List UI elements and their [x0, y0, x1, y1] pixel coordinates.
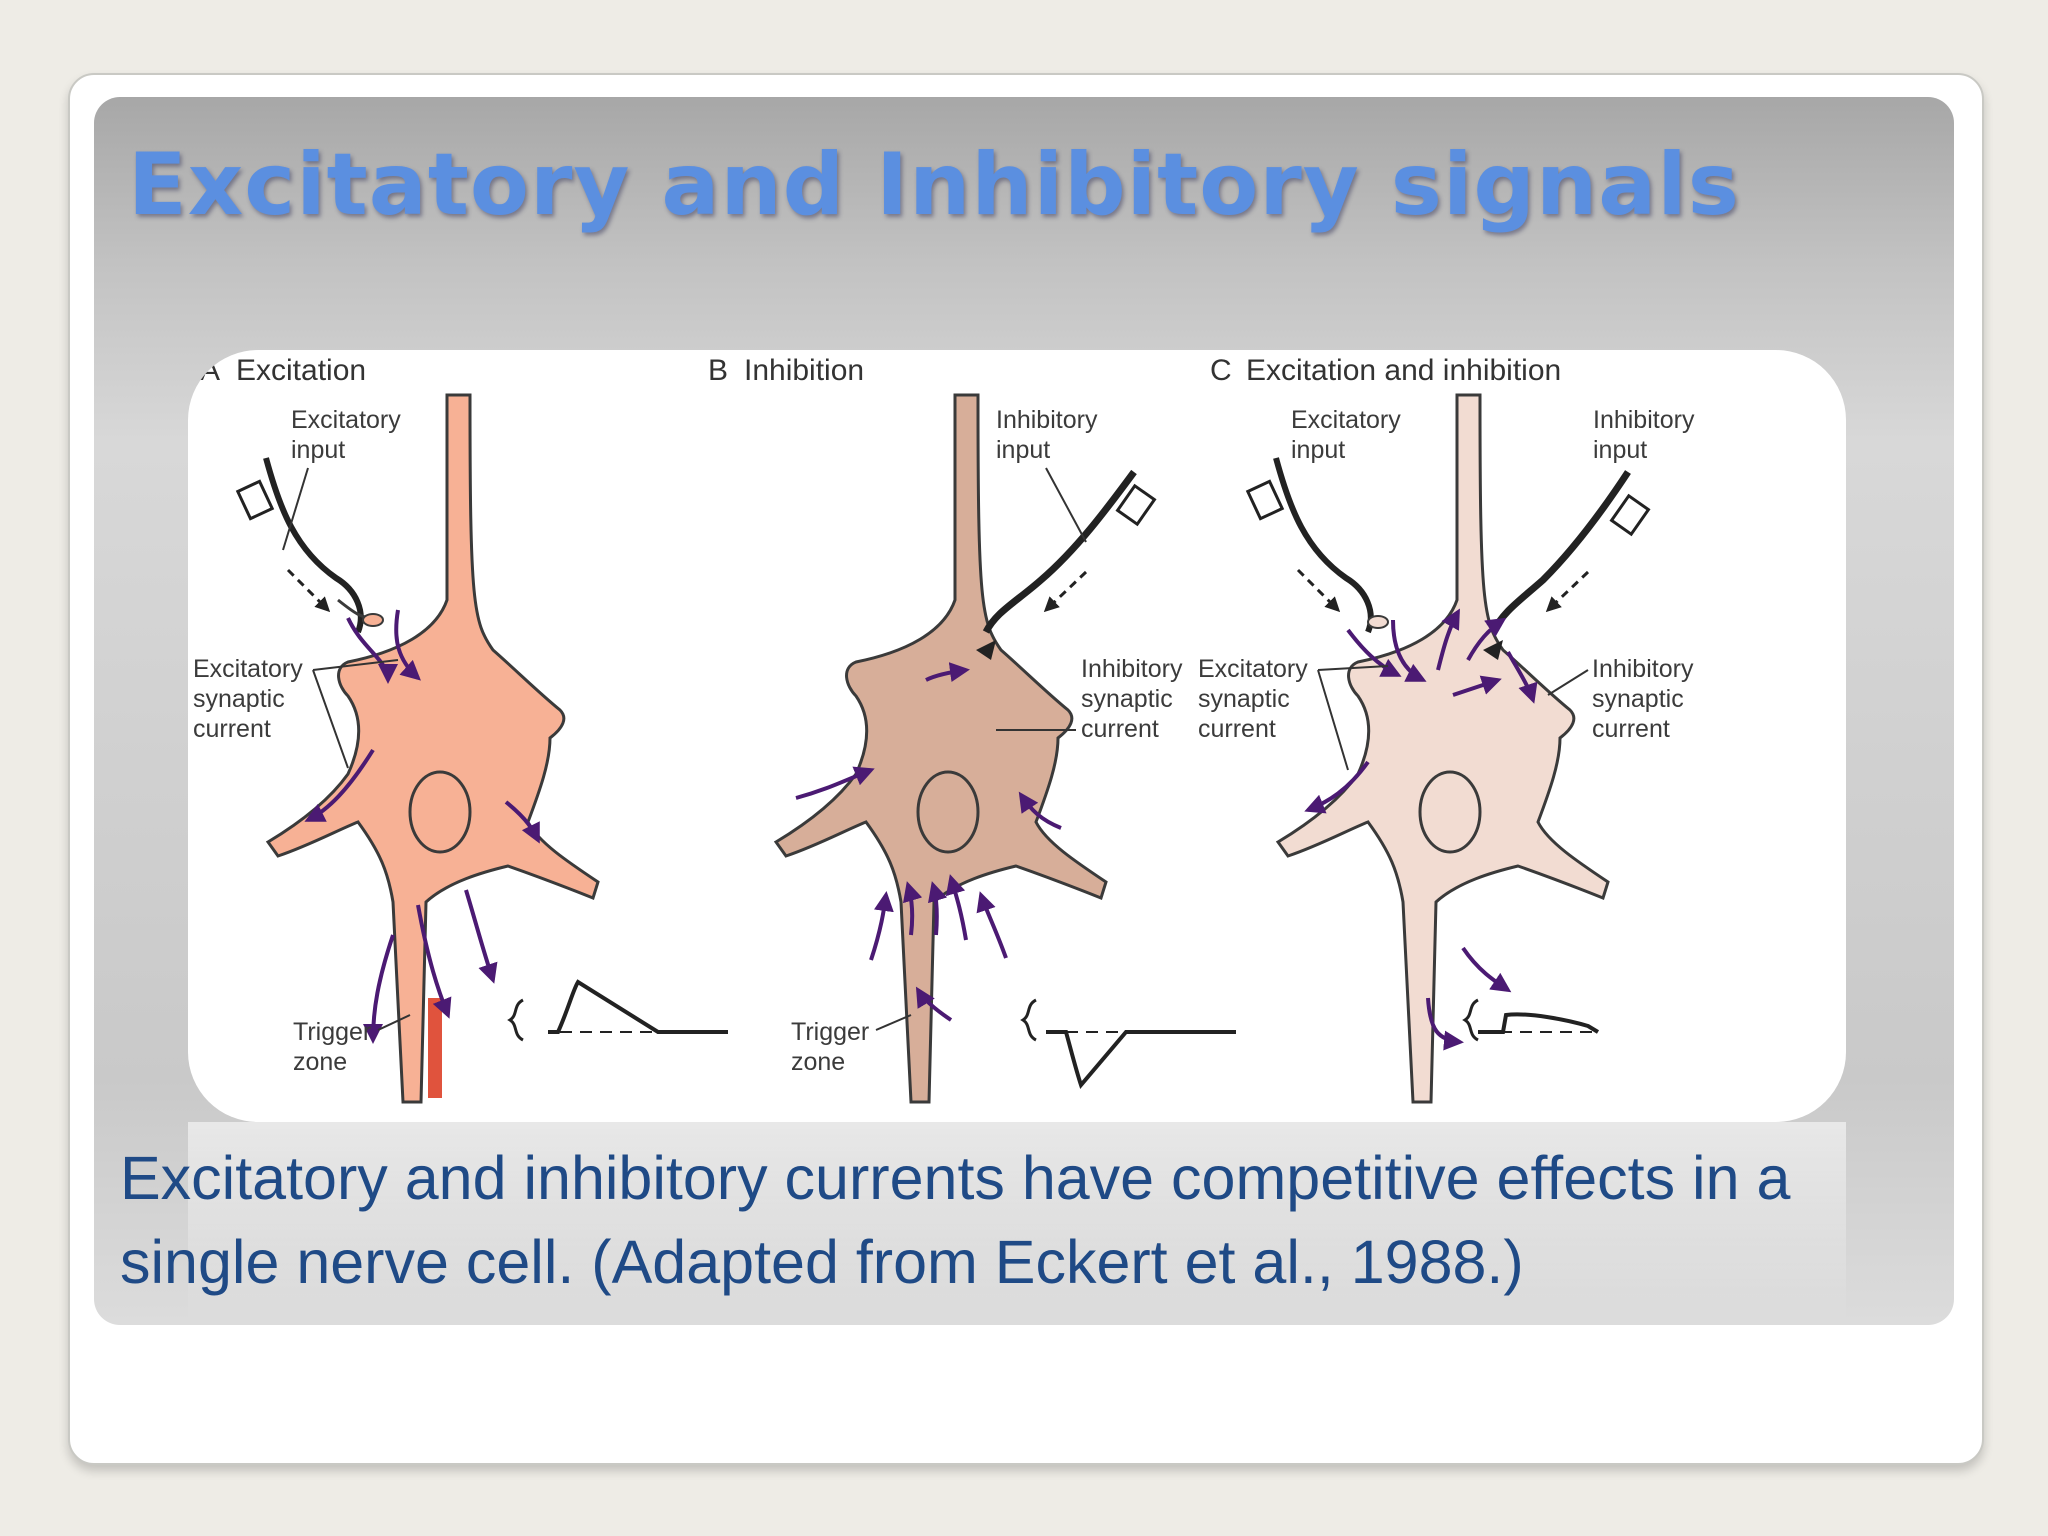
slide-caption: Excitatory and inhibitory currents have …: [120, 1144, 1791, 1296]
panel-a-letter: A: [200, 354, 220, 387]
neuron-figure: A Excitation: [188, 350, 1846, 1122]
svg-text:current: current: [1198, 715, 1276, 743]
svg-text:synaptic: synaptic: [1592, 685, 1684, 713]
svg-text:Excitatory: Excitatory: [193, 655, 303, 683]
svg-text:input: input: [1593, 436, 1647, 464]
svg-text:Trigger: Trigger: [293, 1018, 371, 1046]
inhibitory-electrode-b: [976, 469, 1157, 660]
electrodes-c: [1245, 457, 1651, 660]
current-arrows-c: [1304, 608, 1538, 1051]
summed-trace: [1462, 998, 1600, 1042]
svg-text:Excitatory: Excitatory: [1198, 655, 1308, 683]
svg-text:input: input: [291, 436, 345, 464]
svg-text:Excitatory: Excitatory: [291, 406, 401, 434]
svg-text:Excitatory: Excitatory: [1291, 406, 1401, 434]
current-arrows-a: [304, 609, 540, 1044]
panel-c-letter: C: [1210, 354, 1232, 387]
excitatory-electrode-a: [235, 457, 384, 634]
labels-b: Inhibitory input Inhibitory synaptic cur…: [791, 406, 1183, 1076]
panel-c-heading: Excitation and inhibition: [1246, 354, 1561, 387]
labels-c: Excitatory input Inhibitory input Excita…: [1198, 406, 1695, 771]
panel-b: B Inhibition: [708, 354, 1236, 1104]
panel-a: A Excitation: [193, 354, 728, 1104]
panel-b-heading: Inhibition: [744, 354, 864, 387]
svg-text:input: input: [996, 436, 1050, 464]
panel-b-letter: B: [708, 354, 728, 387]
svg-text:current: current: [193, 715, 271, 743]
svg-text:Trigger: Trigger: [791, 1018, 869, 1046]
neuron-c: [1276, 393, 1610, 1104]
slide-title: Excitatory and Inhibitory signals: [128, 135, 1740, 235]
svg-text:synaptic: synaptic: [1198, 685, 1290, 713]
current-arrows-b: [795, 662, 1062, 1022]
figure-reflection: [188, 1122, 1846, 1322]
epsp-trace: [507, 979, 728, 1042]
svg-text:synaptic: synaptic: [193, 685, 285, 713]
svg-text:zone: zone: [293, 1048, 347, 1076]
svg-text:Inhibitory: Inhibitory: [1592, 655, 1694, 683]
panel-a-heading: Excitation: [236, 354, 366, 387]
labels-a: Excitatory input Excitatory synaptic cur…: [193, 406, 411, 1076]
panel-c: C Excitation and inhibition: [1198, 354, 1695, 1104]
ipsp-trace: [1020, 998, 1236, 1090]
svg-text:Inhibitory: Inhibitory: [996, 406, 1098, 434]
svg-text:current: current: [1592, 715, 1670, 743]
neuron-b: [774, 393, 1108, 1104]
svg-text:current: current: [1081, 715, 1159, 743]
trigger-zone-a: [428, 998, 442, 1098]
svg-text:input: input: [1291, 436, 1345, 464]
svg-text:Inhibitory: Inhibitory: [1593, 406, 1695, 434]
neuron-a: [266, 393, 600, 1104]
svg-text:synaptic: synaptic: [1081, 685, 1173, 713]
svg-text:zone: zone: [791, 1048, 845, 1076]
svg-text:Inhibitory: Inhibitory: [1081, 655, 1183, 683]
